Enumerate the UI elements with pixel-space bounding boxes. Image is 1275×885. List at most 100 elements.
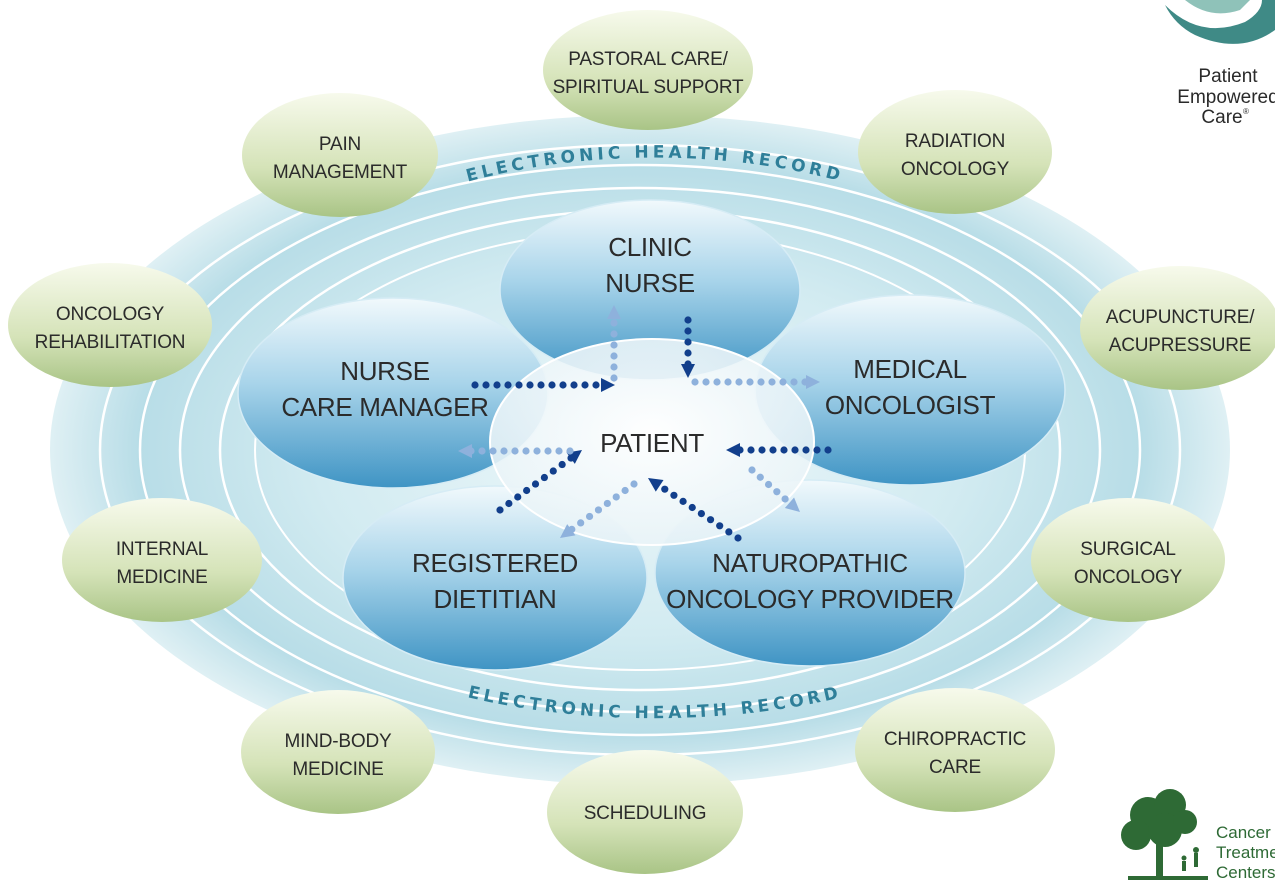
node-label-line: ACUPUNCTURE/ <box>1106 307 1255 328</box>
arrow-patient-to-medical-oncologist <box>691 375 820 389</box>
arrow-dot <box>558 460 566 469</box>
node-oncology-rehabilitation: ONCOLOGY REHABILITATION <box>8 263 212 387</box>
logo-line-empowered: Empowered <box>1177 87 1275 108</box>
node-medical-oncologist: MEDICAL ONCOLOGIST <box>754 294 1066 486</box>
node-label-line: ONCOLOGY <box>901 159 1010 180</box>
arrow-dot <box>526 381 534 389</box>
node-label-line: ONCOLOGY <box>1074 567 1183 588</box>
arrow-dot <box>570 381 578 389</box>
arrow-naturopathic-to-patient <box>648 478 742 542</box>
arrow-dot <box>679 497 687 505</box>
node-label-line: SURGICAL <box>1080 539 1176 560</box>
arrow-dot <box>610 319 618 327</box>
arrow-patient-to-nurse-care-manager <box>458 444 574 458</box>
arrow-dot <box>758 446 766 454</box>
arrow-medical-oncologist-to-patient <box>726 443 832 457</box>
arrow-head-icon <box>784 497 800 512</box>
node-label-line: CARE MANAGER <box>281 392 488 422</box>
arrow-dot <box>781 495 789 503</box>
node-label-line: NURSE <box>340 356 430 386</box>
arrow-dot <box>603 499 611 508</box>
node-label-line: DIETITIAN <box>434 584 557 614</box>
arrow-head-icon <box>607 305 621 319</box>
arrow-dot <box>610 374 618 382</box>
arrow-dot <box>559 381 567 389</box>
node-label-line: ONCOLOGY <box>56 304 165 325</box>
arrow-dot <box>577 519 585 527</box>
arrow-dot <box>684 327 692 335</box>
arrow-dot <box>566 447 574 455</box>
arrow-dot <box>515 381 523 389</box>
arrow-dot <box>504 381 512 389</box>
arrow-dot <box>756 473 764 481</box>
arrow-dot <box>533 447 541 455</box>
arrow-dot <box>500 447 508 455</box>
node-label-line: NURSE <box>605 268 695 298</box>
arrow-dot <box>769 446 777 454</box>
arrow-dot <box>661 485 669 493</box>
arrow-dot <box>610 330 618 338</box>
node-label-line: MEDICINE <box>292 759 383 780</box>
arrow-dot <box>764 480 773 489</box>
node-scheduling: SCHEDULING <box>547 750 743 874</box>
arrow-head-icon <box>560 524 576 538</box>
arrow-dot <box>581 381 589 389</box>
arrow-dot <box>511 447 519 455</box>
arrow-dot <box>684 338 692 346</box>
arrow-dot <box>610 352 618 360</box>
node-label-line: ONCOLOGIST <box>825 390 996 420</box>
arrow-dot <box>688 503 696 512</box>
arrow-patient-to-naturopathic <box>748 466 800 512</box>
arrow-dot <box>791 446 799 454</box>
arrow-head-icon <box>726 443 740 457</box>
node-label-line: MANAGEMENT <box>273 162 408 183</box>
node-label-line: REHABILITATION <box>35 332 186 353</box>
node-mind-body-medicine: MIND-BODY MEDICINE <box>241 690 435 814</box>
node-surgical-oncology: SURGICAL ONCOLOGY <box>1031 498 1225 622</box>
logo-registered-mark: ® <box>1243 107 1249 116</box>
logo-line-centers: Centers <box>1216 863 1275 882</box>
arrow-dot <box>537 381 545 389</box>
arrow-dot <box>505 499 513 508</box>
arrow-head-icon <box>681 364 695 378</box>
node-acupuncture: ACUPUNCTURE/ ACUPRESSURE <box>1080 266 1275 390</box>
arrow-dot <box>531 480 540 488</box>
node-label-line: REGISTERED <box>412 548 578 578</box>
arrow-dot <box>592 381 600 389</box>
node-clinic-nurse: CLINIC NURSE <box>499 199 801 381</box>
node-label-line: CLINIC <box>608 232 691 262</box>
node-label-line: MEDICAL <box>853 354 966 384</box>
node-label-line: PASTORAL CARE/ <box>568 49 728 70</box>
node-chiropractic-care: CHIROPRACTIC CARE <box>855 688 1055 812</box>
logo-line-care: Care <box>1201 107 1242 128</box>
node-nurse-care-manager: NURSE CARE MANAGER <box>237 297 549 489</box>
arrow-dot <box>748 466 756 474</box>
arrow-dot <box>747 446 755 454</box>
logo-line-treatment: Treatme <box>1216 843 1275 862</box>
arrow-dot <box>548 381 556 389</box>
arrow-patient-to-registered-dietitian <box>560 480 638 538</box>
arrow-dot <box>585 512 594 521</box>
arrow-head-icon <box>601 378 615 392</box>
node-label-line: NATUROPATHIC <box>712 548 908 578</box>
arrow-dot <box>734 534 742 542</box>
arrow-dot <box>612 493 620 501</box>
arrow-dot <box>478 447 486 455</box>
arrow-dot <box>697 509 705 518</box>
arrow-dot <box>482 381 490 389</box>
arrow-dot <box>724 378 732 386</box>
arrow-dot <box>813 446 821 454</box>
arrow-dot <box>670 491 678 499</box>
arrow-dot <box>773 488 781 496</box>
arrow-dot <box>684 316 692 324</box>
patient-empowered-care-logo: Patient Empowered Care ® <box>1165 0 1275 128</box>
arrow-dot <box>610 341 618 349</box>
arrow-dot <box>496 506 504 514</box>
node-label-line: PAIN <box>319 134 361 155</box>
arrow-dot <box>702 378 710 386</box>
arrow-dot <box>780 446 788 454</box>
node-patient: PATIENT <box>489 338 815 546</box>
arrow-dot <box>802 446 810 454</box>
